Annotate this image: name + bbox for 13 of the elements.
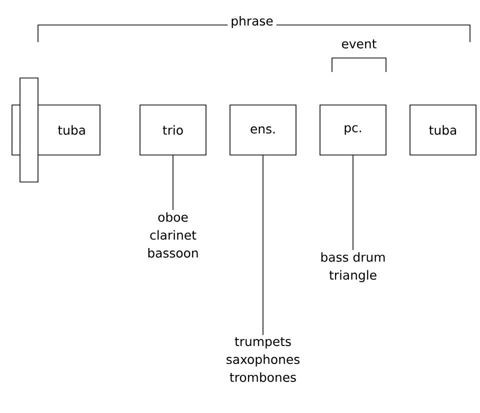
instrument-list: bass drum triangle xyxy=(321,252,385,282)
leader-line xyxy=(352,155,354,250)
bar-shape xyxy=(20,78,38,182)
leader-line xyxy=(262,155,264,336)
instrument-list: oboe clarinet bassoon xyxy=(148,212,198,258)
instrument-box: pc. xyxy=(320,104,386,156)
instrument-box: trio xyxy=(140,104,206,156)
leader-line xyxy=(172,155,174,210)
instrument-box: tuba xyxy=(410,104,476,156)
instrument-list: trumpets saxophones trombones xyxy=(226,337,300,382)
bracket-label: phrase xyxy=(228,13,276,32)
instrument-box: ens. xyxy=(230,104,296,156)
bracket-label: event xyxy=(338,36,380,52)
